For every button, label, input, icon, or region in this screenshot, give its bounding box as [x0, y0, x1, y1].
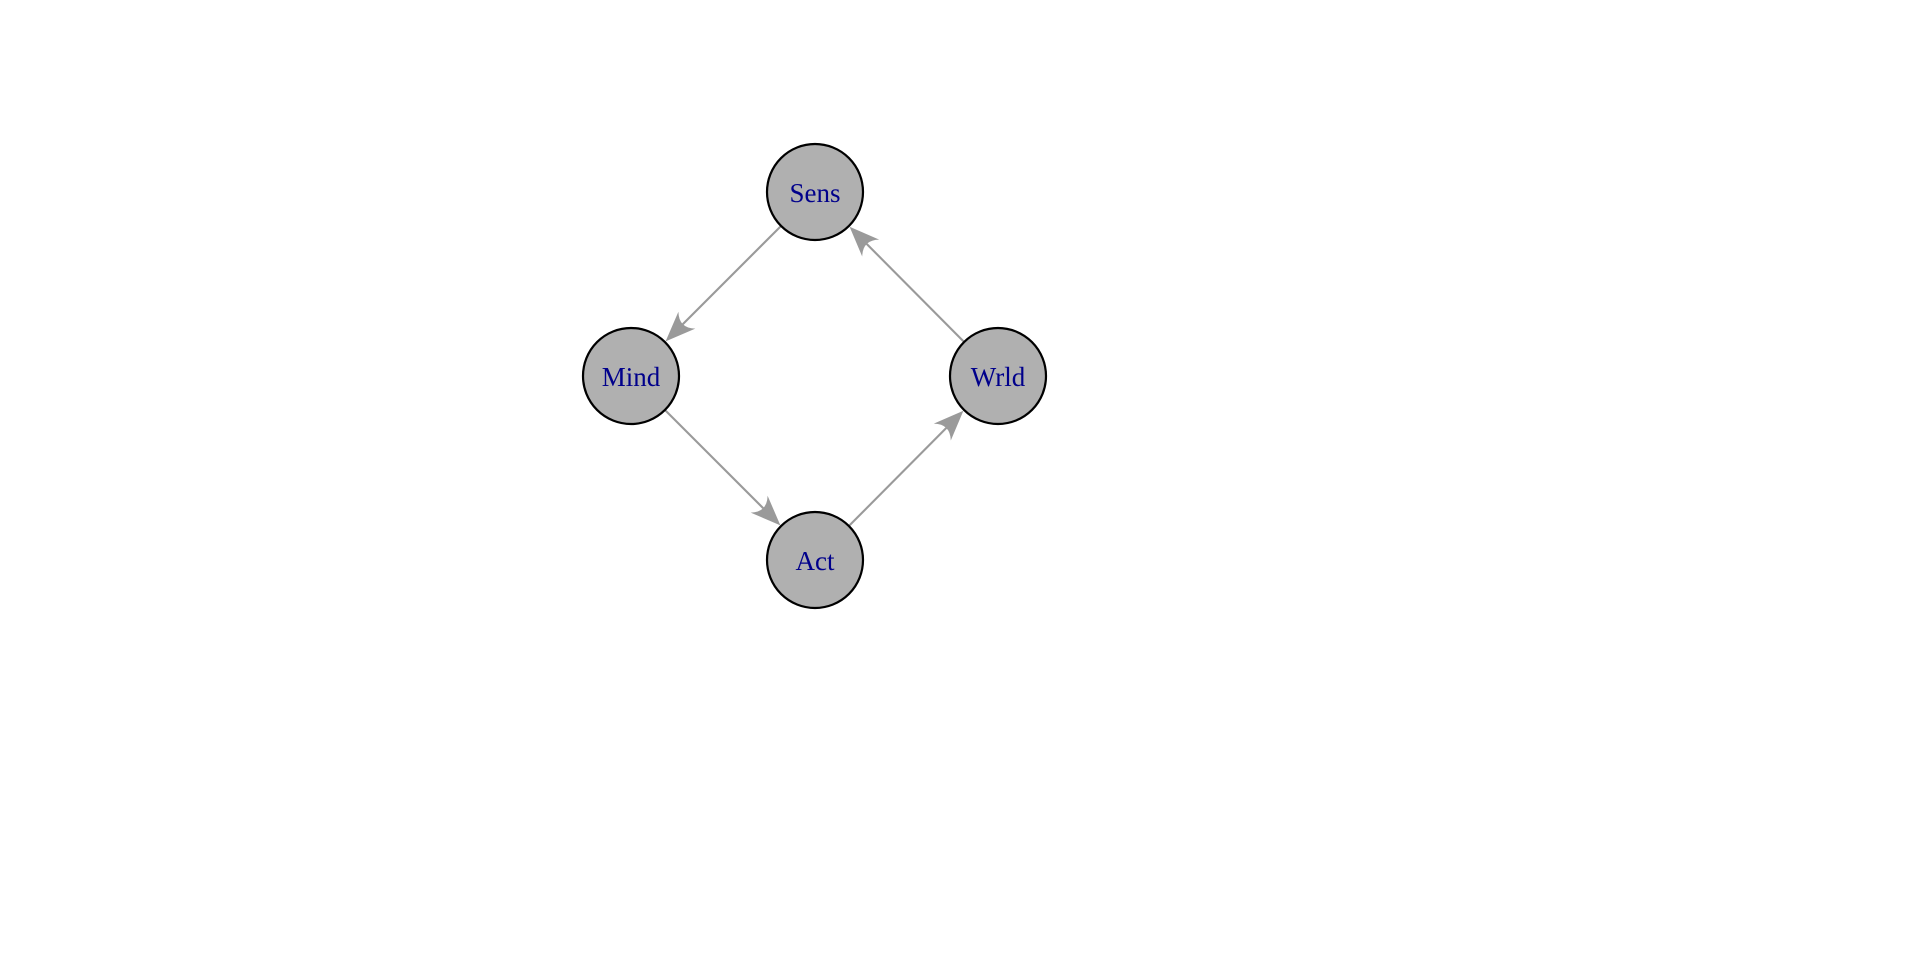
edge-sens-to-mind[interactable] [665, 225, 782, 342]
edge-sens-to-mind-arrowhead [665, 311, 696, 342]
node-sens-label: Sens [789, 178, 840, 208]
edge-wrld-to-sens[interactable] [849, 226, 965, 343]
edge-wrld-to-sens-line [863, 240, 965, 343]
edge-layer [664, 225, 965, 527]
node-mind-circle[interactable] [581, 326, 681, 426]
node-wrld-circle[interactable] [948, 326, 1048, 426]
node-sens[interactable]: Sens [765, 142, 865, 242]
node-act-label: Act [796, 546, 835, 576]
node-layer: Sens Mind Wrld Act [581, 142, 1048, 610]
node-act-circle[interactable] [765, 510, 865, 610]
edge-wrld-to-sens-arrowhead [849, 226, 880, 257]
edge-mind-to-act-line [664, 409, 767, 512]
node-mind[interactable]: Mind [581, 326, 681, 426]
edge-mind-to-act[interactable] [664, 409, 781, 526]
edge-sens-to-mind-line [679, 225, 782, 328]
edge-act-to-wrld[interactable] [848, 410, 964, 527]
edge-act-to-wrld-line [848, 424, 950, 527]
node-mind-label: Mind [602, 362, 661, 392]
node-sens-circle[interactable] [765, 142, 865, 242]
edge-act-to-wrld-arrowhead [933, 410, 964, 441]
edge-mind-to-act-arrowhead [750, 495, 781, 526]
node-act[interactable]: Act [765, 510, 865, 610]
node-wrld[interactable]: Wrld [948, 326, 1048, 426]
node-wrld-label: Wrld [971, 362, 1026, 392]
